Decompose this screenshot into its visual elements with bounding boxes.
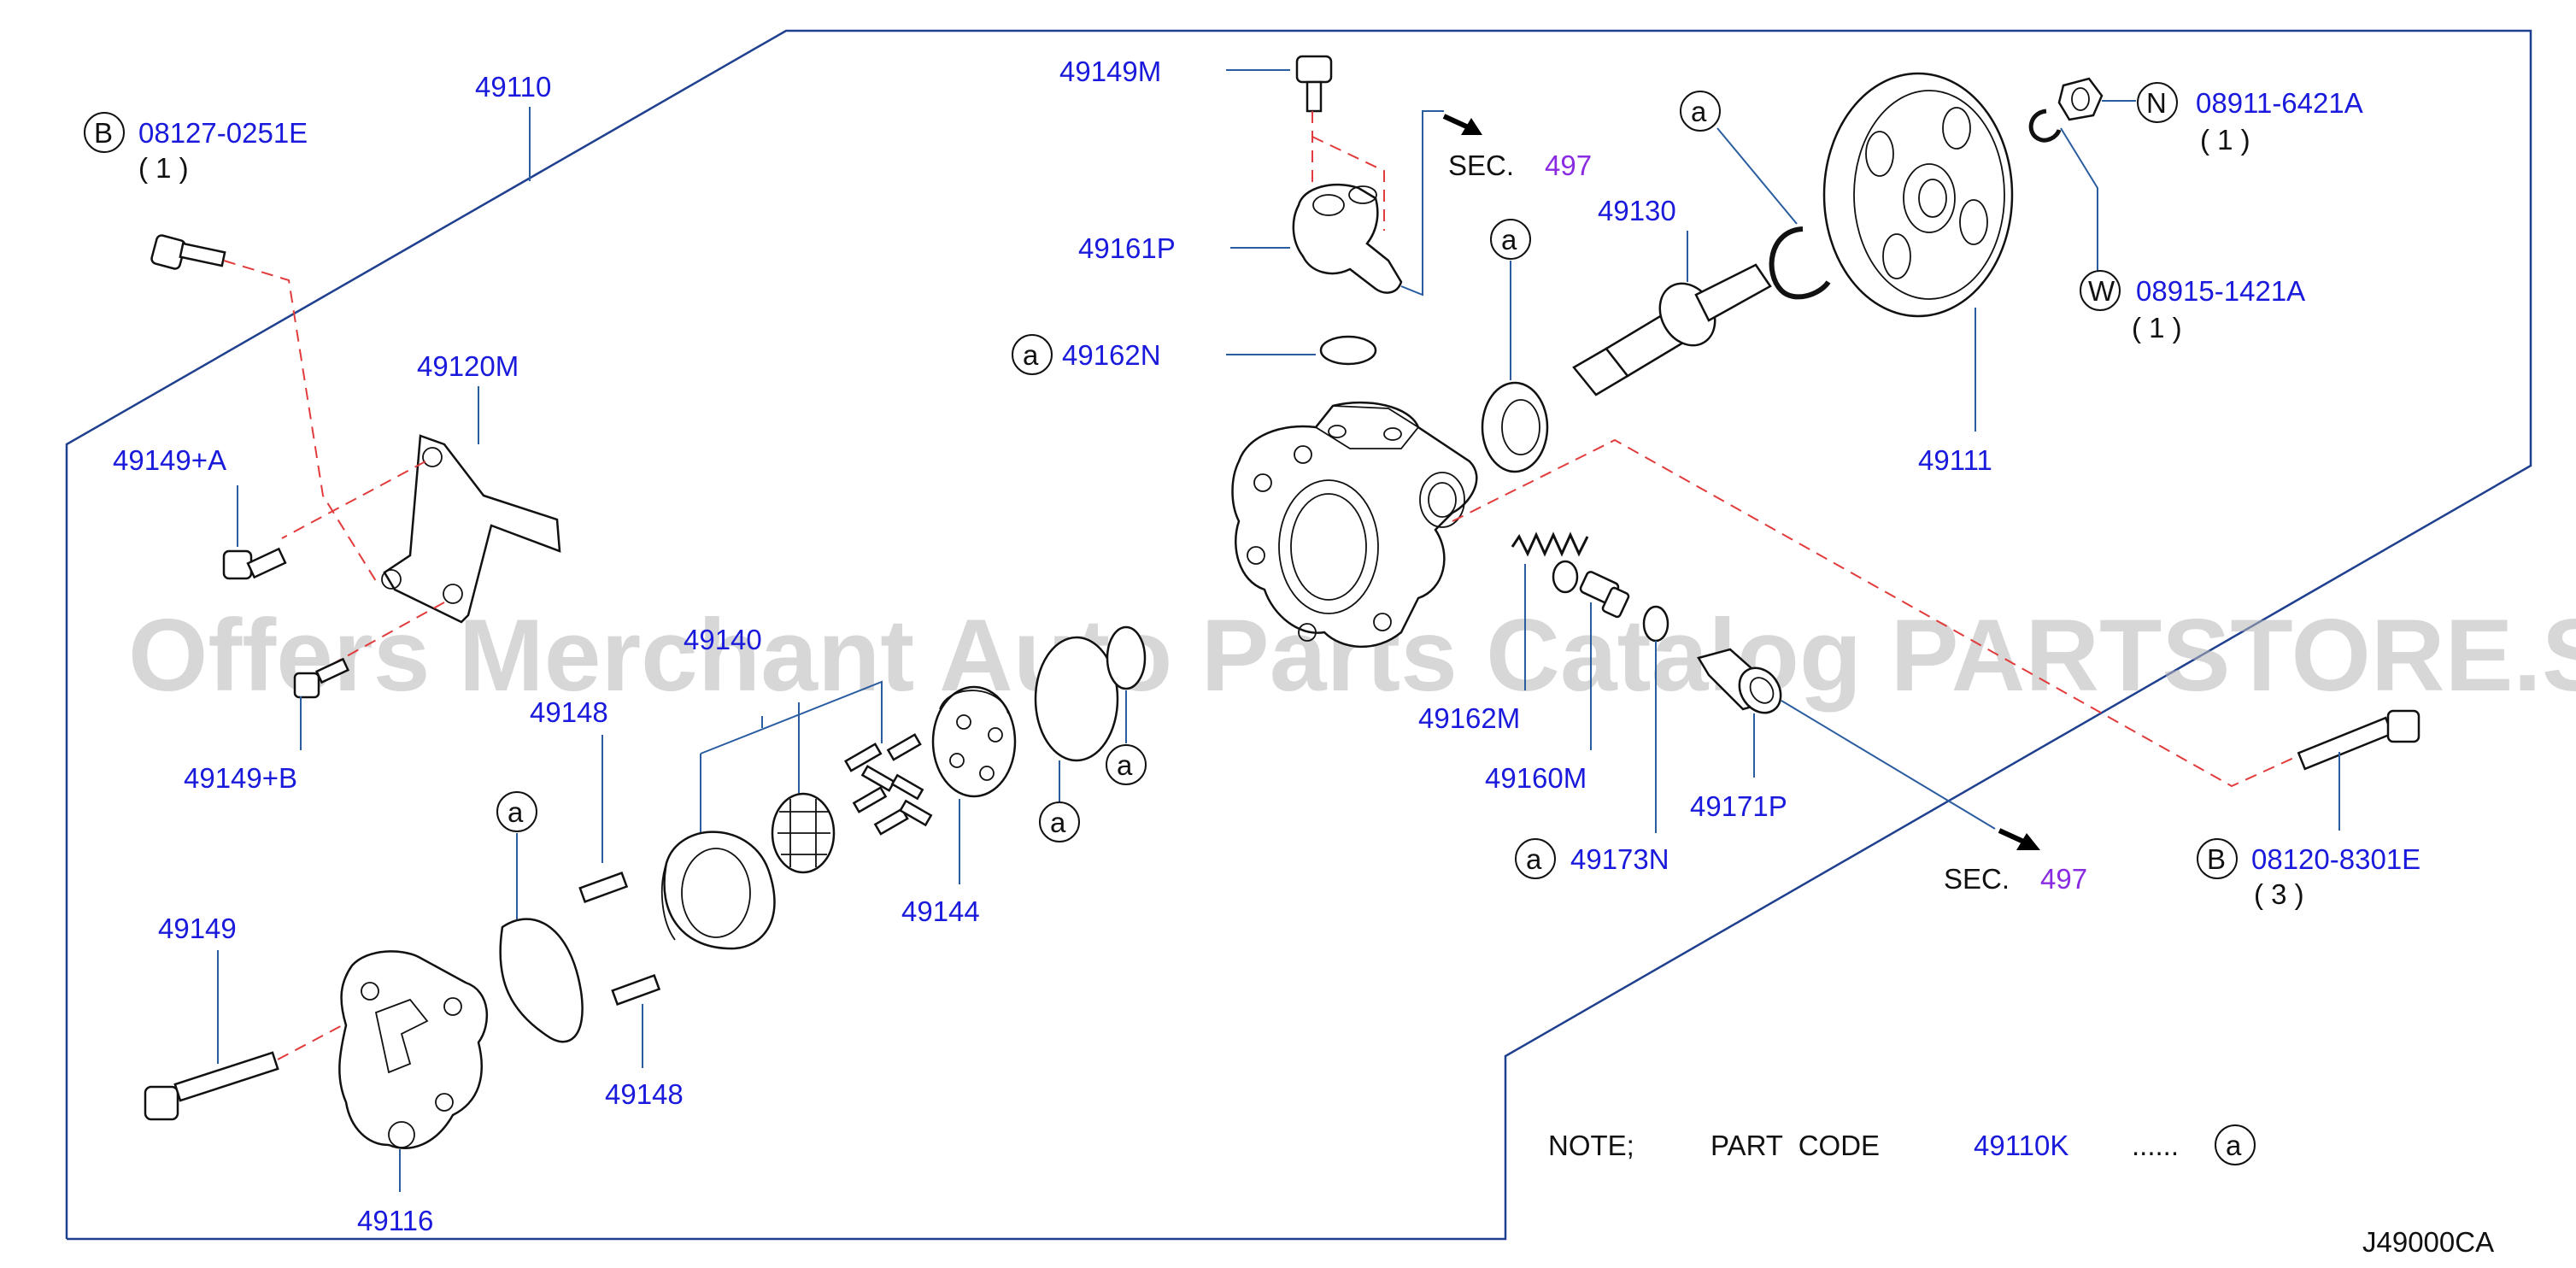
washer-08915-1421A[interactable] [2028, 109, 2062, 143]
label-49120M[interactable]: 49120M [417, 350, 519, 382]
marker-a-oring-large: a [1050, 807, 1066, 838]
marker-a-oil-seal: a [1501, 224, 1517, 255]
marker-b-symbol: B [94, 117, 113, 149]
fastener-08911-6421A[interactable]: 08911-6421A [2196, 87, 2363, 119]
diagram-code: J49000CA [2362, 1226, 2494, 1258]
snap-ring[interactable] [1769, 226, 1831, 300]
marker-a-oring-small: a [1117, 749, 1133, 781]
marker-a-gasket-left: a [508, 796, 524, 828]
marker-a-49162N: a [1023, 339, 1039, 371]
sec-ref-bottom-number[interactable]: 497 [2040, 863, 2087, 895]
label-49162N[interactable]: 49162N [1062, 339, 1161, 371]
sec-ref-top-number[interactable]: 497 [1545, 150, 1592, 181]
label-49173N[interactable]: 49173N [1570, 843, 1669, 875]
fastener-08120-8301E[interactable]: 08120-8301E [2251, 843, 2421, 875]
pulley-49111[interactable] [1822, 72, 2014, 318]
fastener-08120-8301E-qty: ( 3 ) [2254, 878, 2304, 910]
note-text: PART CODE [1710, 1130, 1880, 1161]
shaft-49130[interactable] [1572, 263, 1772, 396]
pin-49148-bottom[interactable] [611, 973, 661, 1006]
label-49140[interactable]: 49140 [684, 624, 762, 655]
bracket-49120M[interactable] [383, 434, 561, 624]
connector-49171P[interactable] [1697, 648, 1789, 721]
label-49149A[interactable]: 49149+A [113, 444, 226, 476]
bolt-08120-8301E[interactable] [2297, 709, 2421, 771]
label-49111[interactable]: 49111 [1918, 444, 1992, 476]
sec-ref-bottom-label[interactable]: SEC. [1944, 863, 2010, 895]
label-49160M[interactable]: 49160M [1485, 762, 1587, 794]
valve-49160M[interactable] [1579, 571, 1630, 619]
marker-a-snap-ring: a [1691, 96, 1707, 127]
label-49148-top[interactable]: 49148 [530, 696, 608, 728]
fastener-08911-6421A-qty: ( 1 ) [2200, 124, 2250, 156]
fastener-08915-1421A[interactable]: 08915-1421A [2136, 275, 2305, 307]
bolt-49149A[interactable] [222, 547, 287, 580]
spring-49162M[interactable] [1511, 531, 1589, 594]
label-49116[interactable]: 49116 [357, 1205, 433, 1236]
assembly-boundary [65, 29, 2532, 1241]
label-49171P[interactable]: 49171P [1690, 790, 1787, 822]
pressure-plate-49144[interactable] [931, 685, 1017, 798]
label-49144[interactable]: 49144 [901, 895, 980, 927]
note-symbol: a [2226, 1130, 2242, 1161]
rotor[interactable] [771, 792, 836, 874]
gasket-cover-left[interactable] [499, 918, 584, 1043]
o-ring-large[interactable] [1034, 636, 1119, 762]
cam-ring-49140[interactable] [660, 831, 776, 950]
label-49148-bottom[interactable]: 49148 [605, 1078, 684, 1110]
fitting-49161P[interactable] [1292, 183, 1403, 294]
marker-b2-symbol: B [2207, 843, 2226, 875]
note-code[interactable]: 49110K [1974, 1130, 2068, 1161]
label-49149M[interactable]: 49149M [1059, 56, 1161, 87]
fastener-08127-0251E-qty: ( 1 ) [138, 152, 189, 184]
vanes[interactable] [843, 733, 933, 836]
rear-cover-49116[interactable] [338, 950, 489, 1149]
fastener-08127-0251E[interactable]: 08127-0251E [138, 117, 308, 149]
label-49161P[interactable]: 49161P [1078, 232, 1176, 264]
pin-49148-top[interactable] [578, 871, 629, 903]
marker-n-symbol: N [2146, 87, 2167, 119]
bolt-49149M[interactable] [1295, 55, 1333, 113]
marker-b-circle [84, 112, 125, 153]
o-ring-49173N[interactable] [1642, 605, 1669, 643]
bolt-49149[interactable] [144, 1051, 279, 1121]
note-dots: ...... [2132, 1130, 2179, 1161]
nut-08911-6421A[interactable] [2057, 77, 2104, 121]
marker-w-symbol: W [2088, 275, 2115, 307]
label-49130[interactable]: 49130 [1598, 195, 1676, 226]
fastener-08915-1421A-qty: ( 1 ) [2132, 312, 2182, 343]
label-49149[interactable]: 49149 [158, 913, 237, 944]
pump-body[interactable] [1231, 401, 1478, 649]
label-49162M[interactable]: 49162M [1418, 702, 1520, 734]
note-prefix: NOTE; [1548, 1130, 1634, 1161]
label-49110[interactable]: 49110 [475, 71, 551, 103]
marker-a-49173N: a [1526, 843, 1542, 875]
o-ring-49162N[interactable] [1319, 335, 1377, 366]
oil-seal[interactable] [1481, 381, 1549, 473]
bolt-08127-0251E[interactable] [150, 234, 226, 270]
bolt-49149B[interactable] [293, 657, 350, 699]
sec-ref-top-label[interactable]: SEC. [1448, 150, 1514, 181]
label-49149B[interactable]: 49149+B [184, 762, 297, 794]
